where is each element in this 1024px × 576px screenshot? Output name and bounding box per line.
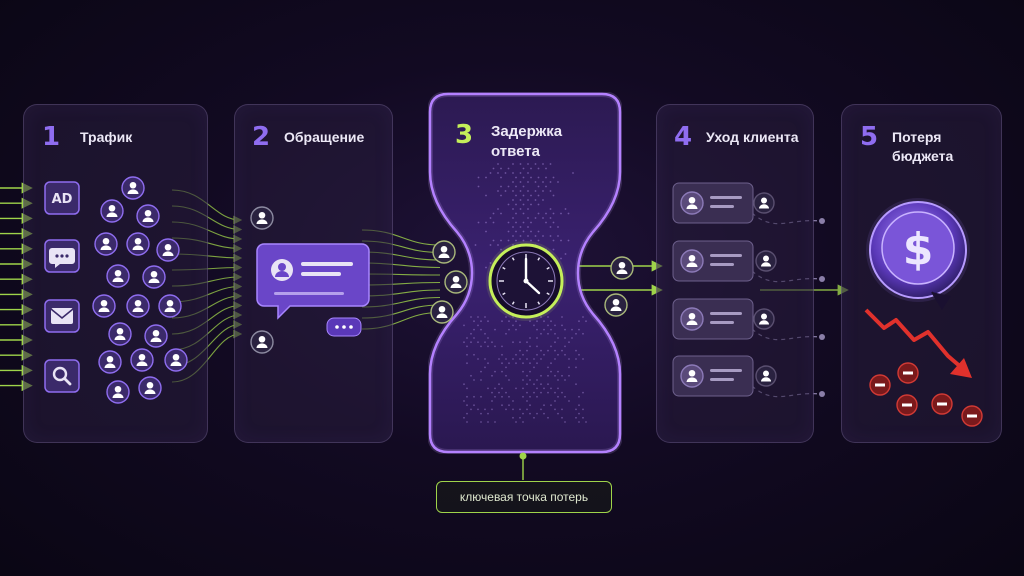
user-icon <box>681 192 703 214</box>
user-icon <box>101 200 123 222</box>
churn-card <box>673 299 753 339</box>
user-icon <box>681 308 703 330</box>
user-icon <box>143 266 165 288</box>
user-icon <box>107 265 129 287</box>
user-icon <box>445 271 467 293</box>
callout-dot <box>520 453 527 460</box>
key-loss-point-callout: ключевая точка потерь <box>436 481 612 513</box>
user-icon <box>157 239 179 261</box>
user-icon <box>433 241 455 263</box>
user-icon <box>251 207 273 229</box>
user-icon <box>681 250 703 272</box>
user-icon <box>93 295 115 317</box>
minus-icon <box>962 406 982 426</box>
mail-icon <box>45 300 79 332</box>
user-icon <box>139 377 161 399</box>
user-icon <box>431 301 453 323</box>
ad-icon-text: AD <box>52 192 73 207</box>
user-icon <box>756 366 776 386</box>
user-icon <box>131 349 153 371</box>
user-icon <box>754 193 774 213</box>
minus-icon <box>932 394 952 414</box>
churn-cards <box>673 183 753 396</box>
chat-icon <box>45 240 79 272</box>
user-icon <box>109 323 131 345</box>
user-icon <box>95 233 117 255</box>
user-icon <box>754 309 774 329</box>
user-icon <box>99 351 121 373</box>
dollar-coin-icon: $ <box>866 198 970 308</box>
clock-icon <box>486 241 566 321</box>
user-icon <box>165 349 187 371</box>
user-icon <box>605 294 627 316</box>
user-icon <box>145 325 167 347</box>
ad-icon: AD <box>45 182 79 214</box>
user-icon <box>251 331 273 353</box>
minus-icon <box>897 395 917 415</box>
minus-icon <box>870 375 890 395</box>
user-icon <box>127 295 149 317</box>
svg-text:$: $ <box>903 224 934 275</box>
user-icon <box>122 177 144 199</box>
minus-icon <box>898 363 918 383</box>
typing-bubble-icon <box>327 318 361 336</box>
churn-card <box>673 183 753 223</box>
user-icon <box>756 251 776 271</box>
user-icon <box>107 381 129 403</box>
user-icon <box>611 257 633 279</box>
user-icon <box>137 205 159 227</box>
user-icon <box>127 233 149 255</box>
churn-card <box>673 241 753 281</box>
loss-trend-arrow-icon <box>866 310 972 378</box>
user-icon <box>159 295 181 317</box>
search-icon <box>45 360 79 392</box>
user-icon <box>681 365 703 387</box>
churn-card <box>673 356 753 396</box>
message-card-icon <box>257 244 369 318</box>
